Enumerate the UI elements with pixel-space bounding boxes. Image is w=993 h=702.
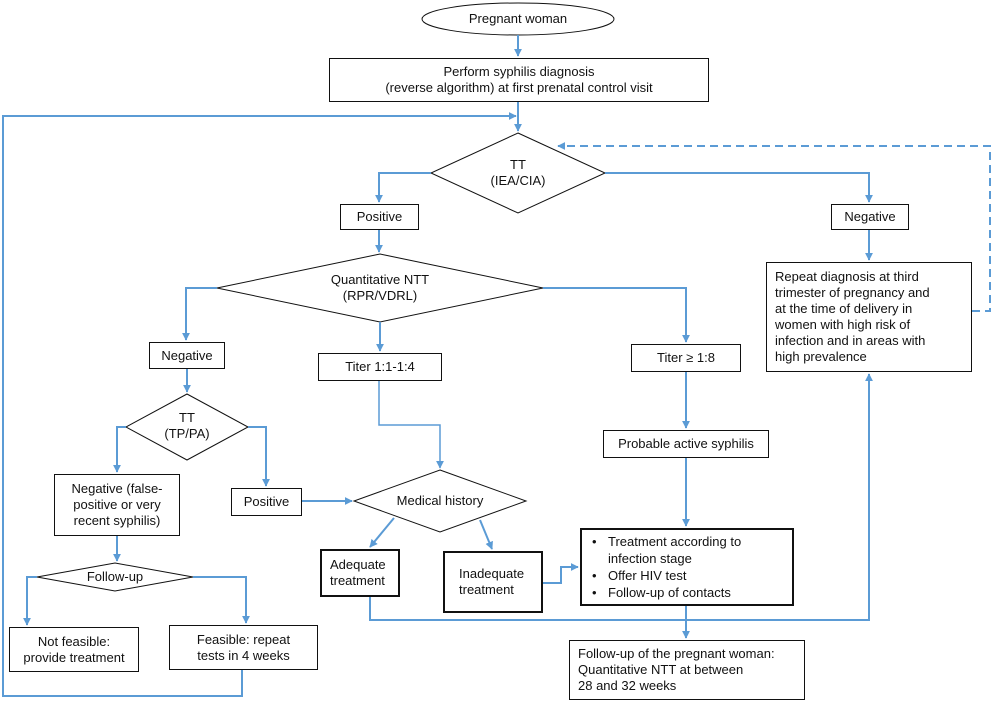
arrow-ntt-to-negative [182, 287, 217, 341]
arrow-adequate-to-pregnant-followup [369, 597, 686, 621]
arrow-tt1-to-negative [605, 172, 873, 203]
arrow-tt2-to-positive [248, 426, 270, 487]
start-label: Pregnant woman [468, 11, 568, 26]
medical-history-label: Medical history [396, 493, 484, 508]
arrow-tt1-to-positive [375, 172, 431, 203]
inadequate-box: Inadequate treatment [443, 551, 543, 613]
medical-history-diamond [352, 469, 528, 533]
treatment-item: Follow-up of contacts [592, 584, 741, 601]
tt2-label: TT (TP/PA) [164, 410, 210, 441]
not-feasible-box: Not feasible: provide treatment [9, 627, 139, 672]
followup-diamond [36, 562, 194, 592]
treatment-item: Treatment according to infection stage [592, 533, 741, 567]
pregnant-followup-box: Follow-up of the pregnant woman: Quantit… [569, 640, 805, 700]
arrow-feasible-loop-to-tt1 [2, 112, 517, 697]
positive-box-1: Positive [340, 204, 419, 230]
arrow-history-to-adequate [369, 517, 395, 548]
arrow-followup-to-not-feasible [23, 576, 37, 626]
ntt-label: Quantitative NTT (RPR/VDRL) [330, 272, 430, 303]
negative-false-box: Negative (false- positive or very recent… [54, 474, 180, 536]
treatment-box: Treatment according to infection stage O… [580, 528, 794, 606]
negative-box-1: Negative [831, 204, 909, 230]
feasible-box: Feasible: repeat tests in 4 weeks [169, 625, 318, 670]
arrow-tt2-to-negative-false [113, 426, 126, 473]
titer-high-box: Titer ≥ 1:8 [631, 344, 741, 372]
arrow-inadequate-to-treatment [543, 563, 579, 584]
negative-box-2: Negative [149, 342, 225, 369]
arrow-titer-low-to-history [378, 381, 444, 469]
adequate-box: Adequate treatment [320, 549, 400, 597]
arrow-ntt-to-titer-high [543, 287, 690, 343]
tt2-diamond [124, 393, 250, 461]
probable-active-box: Probable active syphilis [603, 430, 769, 458]
arrow-history-to-inadequate [479, 519, 493, 550]
followup-label: Follow-up [86, 569, 144, 584]
positive-box-2: Positive [231, 488, 302, 516]
tt1-diamond [429, 132, 607, 214]
diagnosis-box: Perform syphilis diagnosis (reverse algo… [329, 58, 709, 102]
tt1-label: TT (IEA/CIA) [490, 157, 546, 188]
titer-low-box: Titer 1:1-1:4 [318, 353, 442, 381]
treatment-item: Offer HIV test [592, 567, 741, 584]
repeat-diagnosis-box: Repeat diagnosis at third trimester of p… [766, 262, 972, 372]
treatment-list: Treatment according to infection stage O… [582, 533, 741, 601]
arrow-followup-to-feasible [193, 576, 250, 624]
arrow-loop-to-repeat [686, 373, 873, 621]
